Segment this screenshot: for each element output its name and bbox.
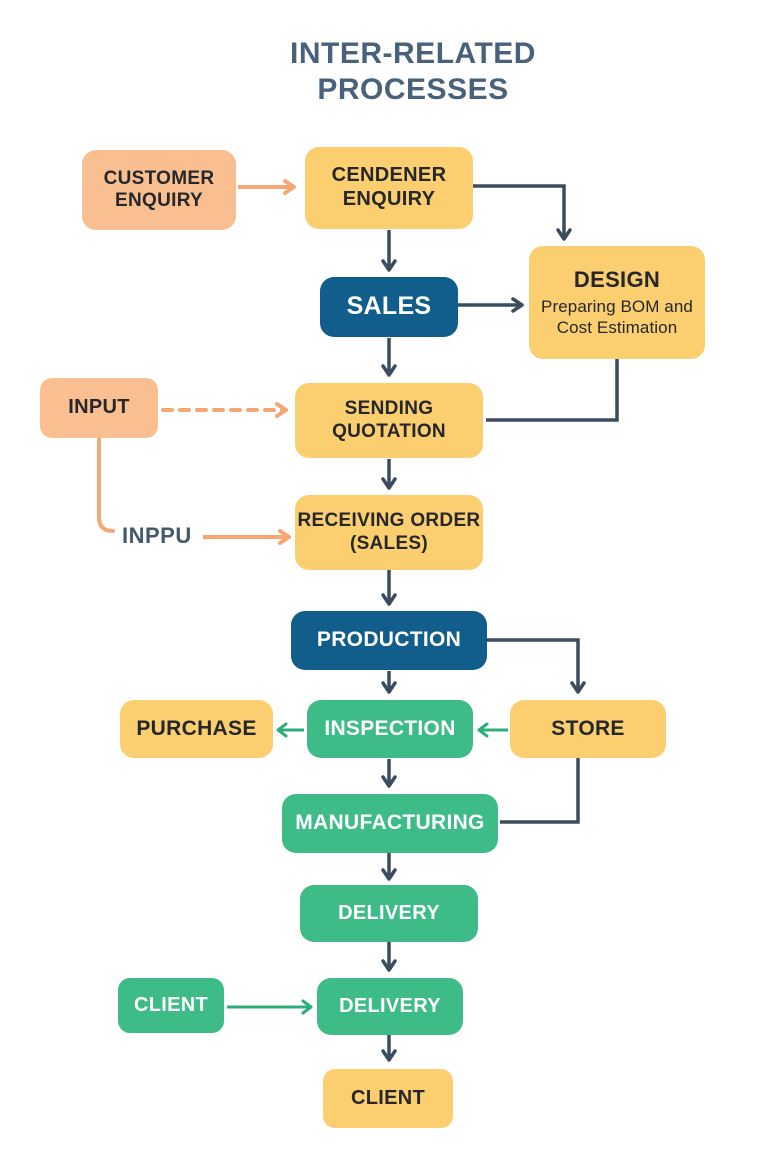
node-store: STORE bbox=[510, 700, 666, 758]
node-client-side-label: CLIENT bbox=[133, 993, 209, 1016]
node-design-sublabel: Preparing BOM and Cost Estimation bbox=[541, 296, 693, 337]
node-purchase: PURCHASE bbox=[120, 700, 273, 758]
node-production: PRODUCTION bbox=[291, 611, 487, 670]
node-design-label: DESIGN bbox=[573, 266, 661, 292]
node-client-final: CLIENT bbox=[323, 1069, 453, 1128]
node-sales: SALES bbox=[320, 277, 458, 337]
node-design: DESIGN Preparing BOM and Cost Estimation bbox=[529, 246, 705, 359]
node-cendener-enquiry: CENDENER ENQUIRY bbox=[305, 147, 473, 229]
page-title-line1: INTER-RELATED bbox=[290, 37, 536, 70]
connector-production-to-store-arrow bbox=[487, 638, 586, 694]
connector-cendener-to-design-arrow bbox=[473, 184, 572, 241]
node-input-label: INPUT bbox=[68, 396, 130, 419]
connector-store-to-manufacturing-elbow bbox=[500, 758, 580, 824]
page-title-line2: PROCESSES bbox=[317, 73, 509, 106]
node-sending-quotation: SENDING QUOTATION bbox=[295, 383, 483, 458]
node-delivery-top: DELIVERY bbox=[300, 885, 478, 942]
node-cendener-enquiry-label: CENDENER ENQUIRY bbox=[331, 164, 447, 210]
node-inspection-label: INSPECTION bbox=[324, 716, 456, 740]
node-store-label: STORE bbox=[551, 716, 625, 740]
node-customer-enquiry: CUSTOMER ENQUIRY bbox=[82, 150, 236, 230]
node-customer-enquiry-label: CUSTOMER ENQUIRY bbox=[103, 167, 215, 211]
node-inspection: INSPECTION bbox=[307, 700, 473, 758]
node-sales-label: SALES bbox=[346, 292, 432, 321]
node-purchase-label: PURCHASE bbox=[136, 716, 257, 740]
node-delivery-top-label: DELIVERY bbox=[338, 901, 440, 924]
connector-input-to-inppu-elbow bbox=[97, 436, 115, 533]
node-receiving-order: RECEIVING ORDER (SALES) bbox=[295, 495, 483, 570]
node-manufacturing: MANUFACTURING bbox=[282, 794, 498, 853]
node-client-side: CLIENT bbox=[118, 978, 224, 1033]
inppu-label: INPPU bbox=[122, 523, 192, 548]
page-title: INTER-RELATED PROCESSES bbox=[0, 36, 768, 108]
node-receiving-order-label: RECEIVING ORDER (SALES) bbox=[297, 510, 481, 554]
node-input: INPUT bbox=[40, 378, 158, 438]
node-delivery-bottom-label: DELIVERY bbox=[339, 994, 441, 1017]
connector-design-to-sending-elbow bbox=[486, 359, 619, 422]
node-delivery-bottom: DELIVERY bbox=[317, 978, 463, 1035]
node-production-label: PRODUCTION bbox=[316, 628, 462, 652]
node-manufacturing-label: MANUFACTURING bbox=[295, 811, 485, 835]
node-sending-quotation-label: SENDING QUOTATION bbox=[332, 398, 446, 442]
node-client-final-label: CLIENT bbox=[350, 1086, 426, 1109]
